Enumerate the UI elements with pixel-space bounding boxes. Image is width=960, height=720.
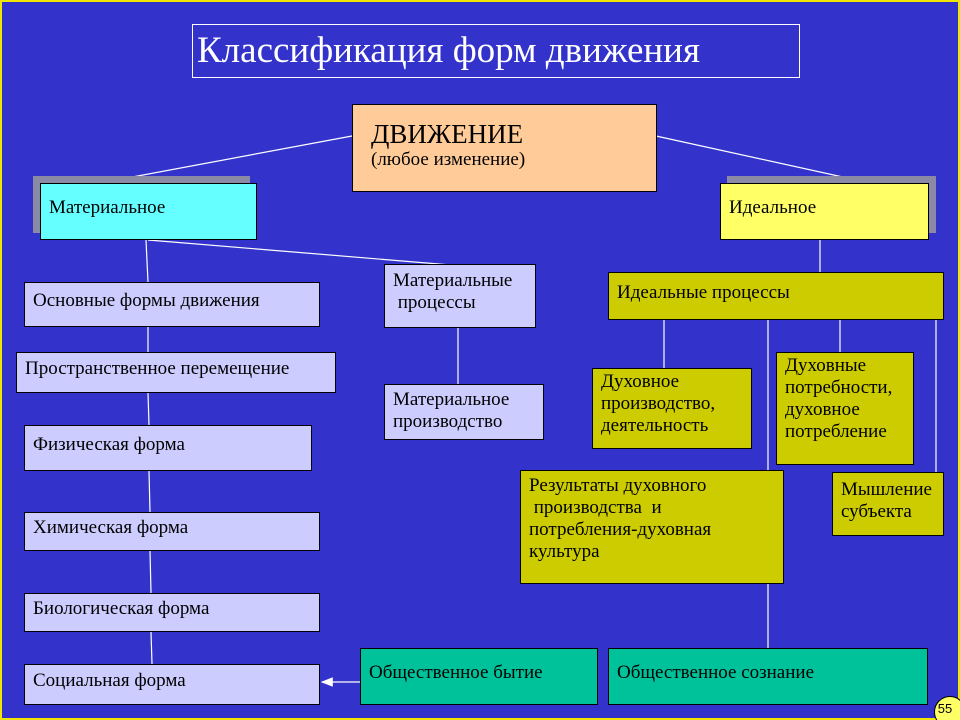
- social-form-label: Социальная форма: [33, 670, 186, 691]
- slide-title: Классификация форм движения: [192, 24, 800, 78]
- box-material: Материальное: [40, 183, 257, 240]
- ideal-label: Идеальное: [729, 197, 817, 218]
- box-ideal-processes: Идеальные процессы: [608, 272, 944, 320]
- basic-forms-label: Основные формы движения: [33, 290, 260, 311]
- box-spiritual-needs: Духовные потребности, духовное потреблен…: [776, 352, 914, 465]
- line-material-chain-3: [147, 392, 150, 426]
- spiritual-needs-line3: духовное: [785, 399, 860, 420]
- social-being-label: Общественное бытие: [369, 662, 543, 683]
- line-material-chain-1: [145, 239, 149, 283]
- page-number: 55: [934, 696, 960, 720]
- biological-form-label: Биологическая форма: [33, 598, 210, 619]
- spiritual-needs-line2: потребности,: [785, 377, 893, 398]
- line-root-material: [99, 135, 353, 184]
- box-subject-thinking: Мышление субъекта: [832, 472, 944, 536]
- root-box-movement: ДВИЖЕНИЕ (любое изменение): [352, 104, 657, 192]
- material-processes-line2: процессы: [393, 292, 476, 313]
- spiritual-results-line3: потребления-духовная: [529, 519, 712, 540]
- box-basic-forms: Основные формы движения: [24, 282, 320, 327]
- spiritual-needs-line1: Духовные: [785, 355, 867, 376]
- box-biological-form: Биологическая форма: [24, 593, 320, 632]
- box-spiritual-production: Духовное производство, деятельность: [592, 368, 752, 449]
- material-processes-line1: Материальные: [393, 270, 513, 291]
- line-material-chain-4: [148, 470, 151, 513]
- box-social-being: Общественное бытие: [360, 648, 598, 705]
- subject-thinking-line1: Мышление: [841, 479, 932, 500]
- root-label: ДВИЖЕНИЕ: [371, 119, 524, 149]
- subject-thinking-line2: субъекта: [841, 501, 912, 522]
- spiritual-results-line2: производства и: [529, 497, 662, 518]
- material-label: Материальное: [49, 197, 166, 218]
- material-production-line2: производство: [393, 411, 503, 432]
- spiritual-production-line1: Духовное: [601, 371, 680, 392]
- spiritual-results-line1: Результаты духовного: [529, 475, 707, 496]
- box-spiritual-results: Результаты духовного производства и потр…: [520, 470, 784, 584]
- box-social-consciousness: Общественное сознание: [608, 648, 928, 705]
- line-material-chain-6: [150, 631, 153, 665]
- material-production-line1: Материальное: [393, 389, 510, 410]
- line-material-chain-5: [149, 550, 152, 594]
- line-root-ideal: [655, 135, 871, 184]
- box-spatial-movement: Пространственное перемещение: [16, 352, 336, 393]
- spatial-movement-label: Пространственное перемещение: [25, 358, 290, 379]
- ideal-processes-label: Идеальные процессы: [617, 282, 790, 303]
- box-chemical-form: Химическая форма: [24, 512, 320, 551]
- box-physical-form: Физическая форма: [24, 425, 312, 471]
- box-ideal: Идеальное: [720, 183, 929, 240]
- social-consciousness-label: Общественное сознание: [617, 662, 815, 683]
- spiritual-production-line2: производство,: [601, 393, 716, 414]
- box-material-processes: Материальные процессы: [384, 264, 536, 328]
- chemical-form-label: Химическая форма: [33, 517, 189, 538]
- spiritual-needs-line4: потребление: [785, 421, 887, 442]
- spiritual-production-line3: деятельность: [601, 415, 709, 436]
- box-social-form: Социальная форма: [24, 664, 320, 705]
- spiritual-results-line4: культура: [529, 541, 600, 562]
- box-material-production: Материальное производство: [384, 384, 544, 440]
- root-sublabel: (любое изменение): [371, 149, 526, 170]
- physical-form-label: Физическая форма: [33, 434, 185, 455]
